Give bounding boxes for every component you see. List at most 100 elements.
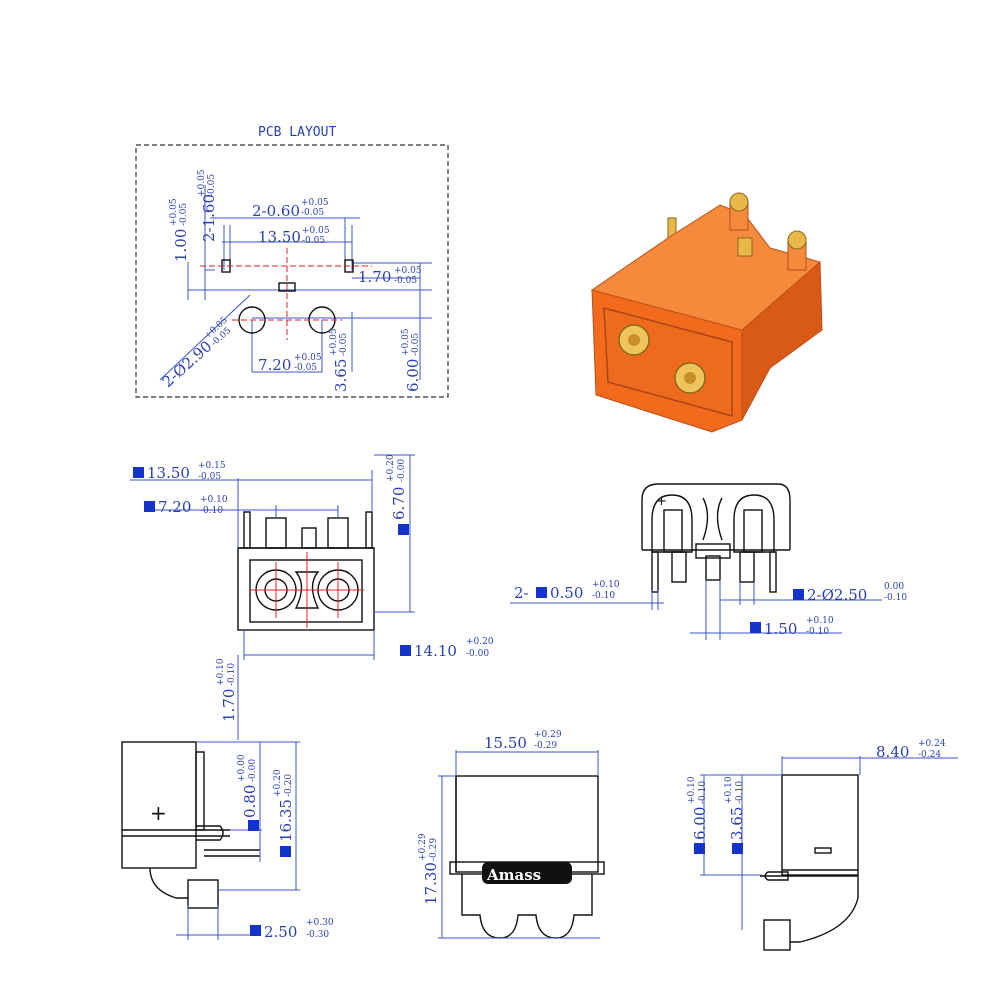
top-view: Amass 15.50 +0.29 -0.29 17.30 +0.29 -0.2… [418, 730, 605, 939]
svg-text:1.50: 1.50 [764, 620, 797, 638]
svg-text:+0.20: +0.20 [386, 454, 396, 482]
svg-text:13.50: 13.50 [147, 464, 190, 482]
brand-badge [482, 862, 572, 884]
front-dim-pin-pitch: 7.20 +0.10 -0.10 [144, 495, 228, 516]
svg-text:-0.10: -0.10 [884, 593, 907, 603]
svg-text:-0.05: -0.05 [198, 472, 221, 482]
side-left-dim-a-marker [248, 820, 259, 831]
pcb-dim-side: 1.70 +0.05 -0.05 [358, 266, 422, 286]
pcb-dim-pitch: 13.50 +0.05 -0.05 [258, 226, 330, 246]
svg-text:-0.05: -0.05 [394, 276, 417, 286]
side-view-left: + 0.80 +0.00 -0.00 16.35 +0.20 -0.20 2.5… [121, 741, 334, 941]
side-left-dim-b-marker [280, 846, 291, 857]
svg-text:+0.05: +0.05 [302, 226, 330, 236]
svg-text:-0.05: -0.05 [302, 236, 325, 246]
svg-text:-0.00: -0.00 [248, 759, 258, 782]
svg-text:-0.05: -0.05 [411, 333, 421, 356]
svg-text:-0.10: -0.10 [200, 506, 223, 516]
svg-text:+0.30: +0.30 [306, 918, 334, 928]
svg-text:7.20: 7.20 [158, 498, 191, 516]
top-dim-height: 17.30 +0.29 -0.29 [418, 833, 440, 905]
svg-text:-0.29: -0.29 [534, 741, 557, 751]
svg-text:2-Ø2.50: 2-Ø2.50 [807, 586, 867, 604]
svg-text:0.00: 0.00 [884, 582, 904, 592]
front-dim-drop: 1.70 +0.10 -0.10 [216, 658, 238, 722]
side-right-dim-b: 3.65 +0.10 -0.10 [724, 776, 746, 840]
side-right-dim-a: 6.00 +0.10 -0.10 [687, 776, 709, 840]
pcb-layout-title: PCB LAYOUT [258, 125, 336, 140]
brand-name: Amass [486, 866, 541, 884]
rear-view: + 2- 0.50 +0.10 -0.10 2-Ø2.50 0.00 -0.10… [510, 483, 907, 640]
svg-text:2-: 2- [514, 584, 529, 602]
svg-text:6.00: 6.00 [404, 359, 422, 392]
svg-text:2.50: 2.50 [264, 923, 297, 941]
side-right-dim-b-marker [732, 843, 743, 854]
svg-text:+0.29: +0.29 [534, 730, 562, 740]
svg-text:13.50: 13.50 [258, 228, 301, 246]
svg-text:-0.05: -0.05 [294, 363, 317, 373]
svg-text:7.20: 7.20 [258, 356, 291, 374]
svg-text:+0.05: +0.05 [294, 353, 322, 363]
svg-text:6.70: 6.70 [390, 487, 408, 520]
svg-text:+0.05: +0.05 [301, 198, 329, 208]
svg-text:-0.00: -0.00 [397, 459, 407, 482]
svg-text:+0.24: +0.24 [918, 739, 946, 749]
svg-text:1.70: 1.70 [358, 268, 391, 286]
svg-text:-0.20: -0.20 [284, 774, 294, 797]
svg-text:+0.10: +0.10 [687, 776, 697, 804]
pcb-dim-hole-pitch: 7.20 +0.05 -0.05 [258, 353, 322, 374]
front-dim-total: 14.10 +0.20 -0.00 [400, 637, 494, 660]
svg-text:-0.30: -0.30 [306, 930, 329, 940]
connector-product-image [590, 192, 823, 433]
svg-text:+0.10: +0.10 [200, 495, 228, 505]
svg-text:14.10: 14.10 [414, 642, 457, 660]
svg-text:+0.05: +0.05 [394, 266, 422, 276]
pcb-dim-pad-length: 2-1.60 +0.05 -0.05 [197, 169, 218, 242]
svg-text:8.40: 8.40 [876, 743, 909, 761]
side-left-dim-c: 2.50 +0.30 -0.30 [250, 918, 334, 941]
svg-text:+0.20: +0.20 [273, 769, 283, 797]
svg-text:-0.10: -0.10 [592, 591, 615, 601]
front-dim-width: 13.50 +0.15 -0.05 [133, 461, 226, 482]
pcb-layout: PCB LAYOUT 2-0.60 + [135, 125, 449, 398]
svg-text:-0.29: -0.29 [429, 838, 439, 861]
svg-text:1.00: 1.00 [172, 229, 190, 262]
svg-text:-0.05: -0.05 [207, 174, 217, 197]
svg-text:17.30: 17.30 [422, 862, 440, 905]
front-dim-height-marker [398, 524, 409, 535]
svg-text:0.80: 0.80 [241, 785, 259, 818]
side-right-dim-width: 8.40 +0.24 -0.24 [876, 739, 946, 761]
side-left-dim-b: 16.35 +0.20 -0.20 [273, 769, 295, 842]
svg-text:+0.05: +0.05 [169, 198, 179, 226]
svg-text:6.00: 6.00 [691, 807, 709, 840]
svg-text:+0.10: +0.10 [216, 658, 226, 686]
svg-text:-0.00: -0.00 [466, 649, 489, 659]
svg-text:+0.05: +0.05 [401, 328, 411, 356]
top-dim-width: 15.50 +0.29 -0.29 [484, 730, 562, 752]
svg-text:1.70: 1.70 [220, 689, 238, 722]
front-view: 13.50 +0.15 -0.05 7.20 +0.10 -0.10 6.70 … [130, 454, 494, 740]
svg-text:-0.05: -0.05 [339, 333, 349, 356]
svg-text:+0.05: +0.05 [197, 169, 207, 197]
rear-dim-spacing: 1.50 +0.10 -0.10 [750, 616, 834, 638]
svg-text:+0.29: +0.29 [418, 833, 428, 861]
svg-text:+0.10: +0.10 [806, 616, 834, 626]
side-view-right: 8.40 +0.24 -0.24 6.00 +0.10 -0.10 3.65 +… [687, 739, 958, 951]
front-dim-height: 6.70 +0.20 -0.00 [386, 454, 408, 520]
pcb-dim-hole-v: 3.65 +0.05 -0.05 [329, 328, 350, 392]
svg-text:-0.10: -0.10 [806, 627, 829, 637]
svg-text:+0.20: +0.20 [466, 637, 494, 647]
side-right-dim-a-marker [694, 843, 705, 854]
svg-text:2-0.60: 2-0.60 [252, 202, 300, 220]
svg-text:15.50: 15.50 [484, 734, 527, 752]
svg-text:3.65: 3.65 [728, 807, 746, 840]
svg-text:2-1.60: 2-1.60 [200, 194, 218, 242]
svg-text:3.65: 3.65 [332, 359, 350, 392]
pcb-layout-frame [135, 144, 449, 398]
side-left-polarity: + [150, 801, 167, 825]
svg-text:-0.10: -0.10 [698, 781, 708, 804]
svg-text:+0.15: +0.15 [198, 461, 226, 471]
svg-text:-0.10: -0.10 [227, 663, 237, 686]
polarity-mark: + [656, 494, 667, 509]
